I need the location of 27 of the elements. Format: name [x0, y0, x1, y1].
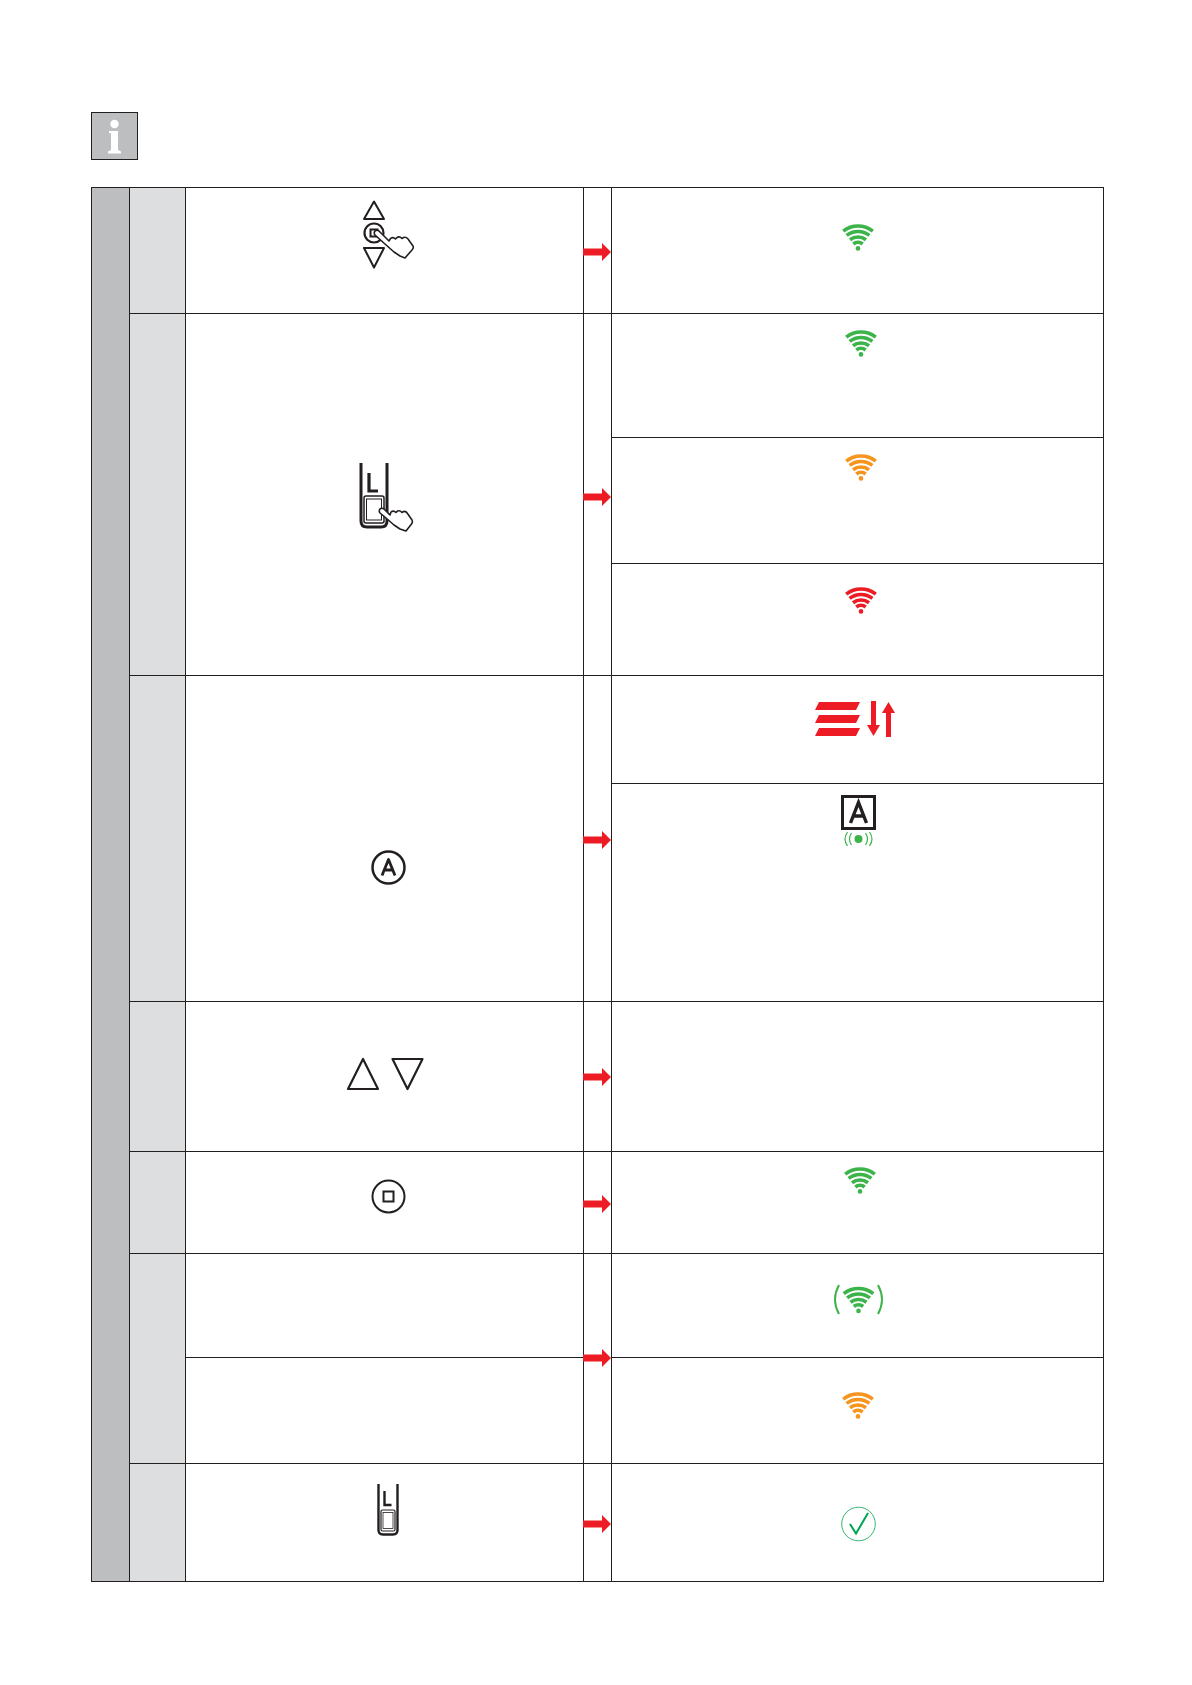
result-cell	[611, 313, 1104, 437]
action-cell	[185, 1253, 583, 1357]
action-cell	[185, 675, 583, 1001]
result-cell	[611, 1001, 1104, 1151]
result-cell	[611, 1151, 1104, 1253]
step-cell	[129, 187, 185, 313]
step-cell	[129, 1253, 185, 1463]
result-cell	[611, 563, 1104, 675]
result-cell	[611, 187, 1104, 313]
result-cell	[611, 783, 1104, 1001]
action-cell	[185, 1151, 583, 1253]
step-cell	[129, 313, 185, 675]
result-cell	[611, 1253, 1104, 1357]
result-cell	[611, 1463, 1104, 1582]
step-cell	[129, 1463, 185, 1582]
action-cell	[185, 1001, 583, 1151]
result-cell	[611, 1357, 1104, 1463]
step-cell	[129, 1001, 185, 1151]
side-band	[91, 187, 129, 1582]
action-cell	[185, 187, 583, 313]
action-cell	[185, 1357, 583, 1463]
result-cell	[611, 675, 1104, 783]
result-cell	[611, 437, 1104, 563]
step-cell	[129, 675, 185, 1001]
action-cell	[185, 1463, 583, 1582]
action-cell	[185, 313, 583, 675]
step-cell	[129, 1151, 185, 1253]
